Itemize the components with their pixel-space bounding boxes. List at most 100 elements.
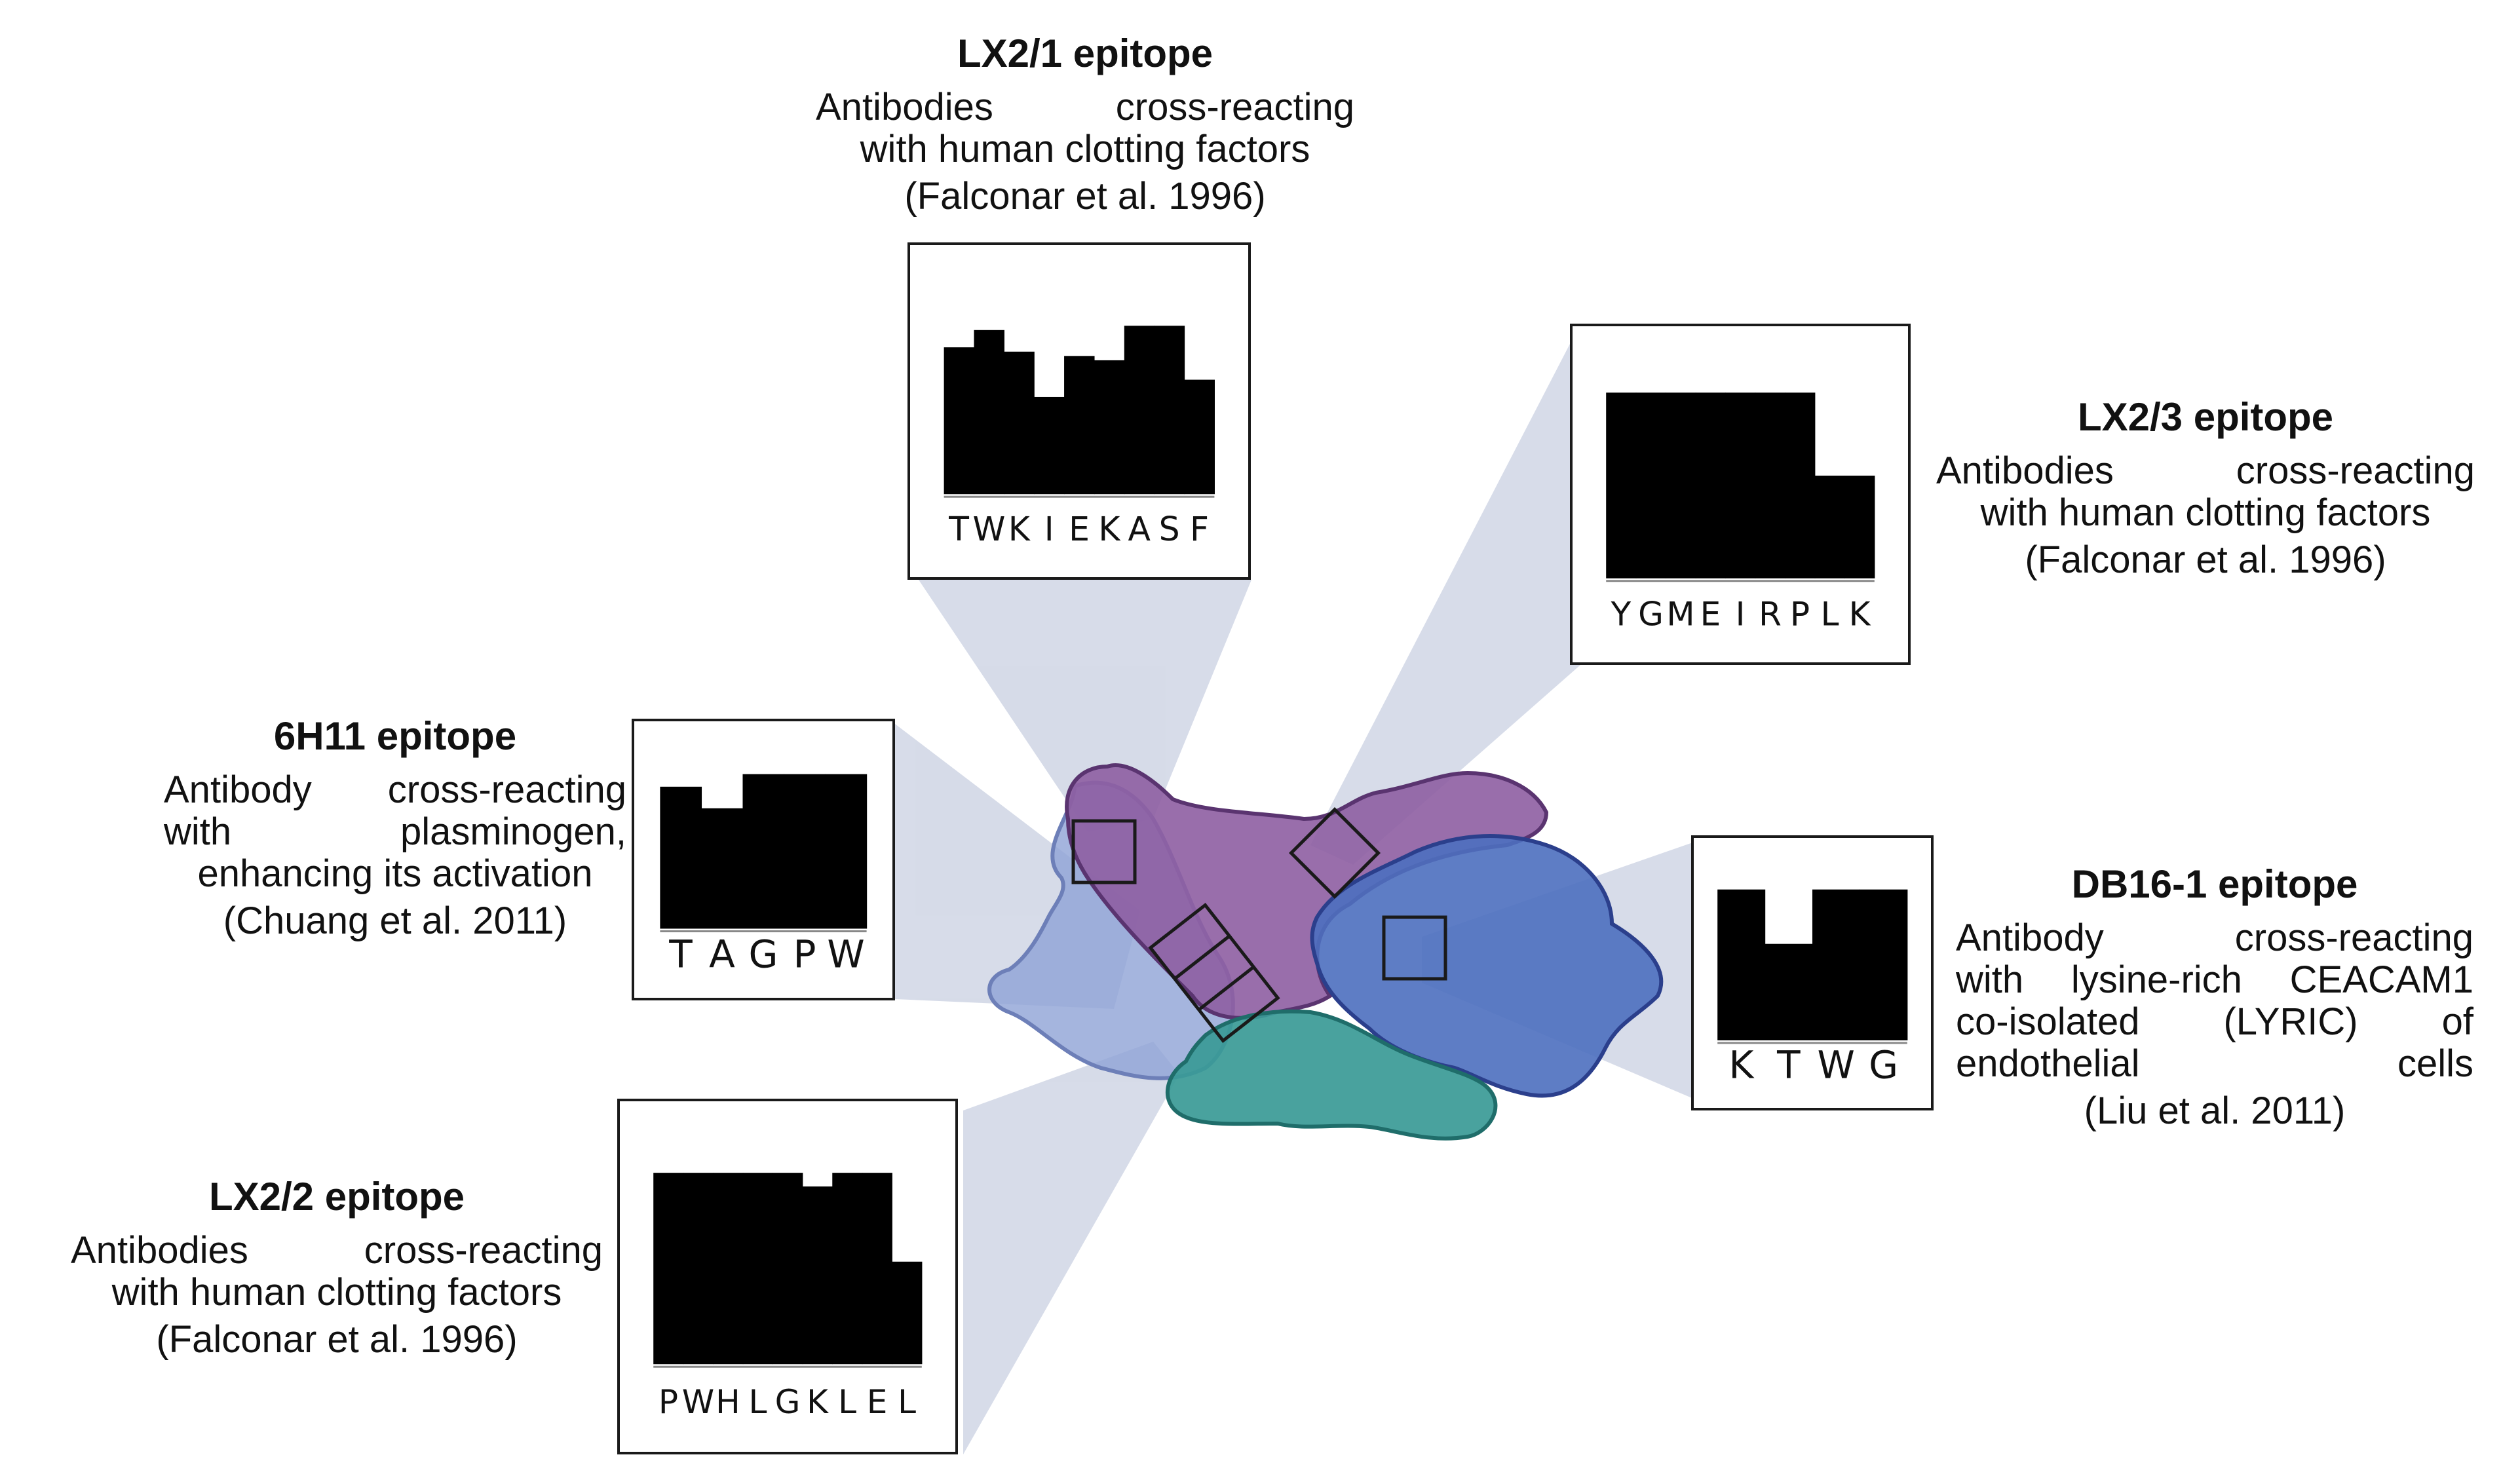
description-line: endothelial cells [1956,1042,2473,1085]
logo-bar [974,330,1004,495]
citation: (Falconar et al. 1996) [904,175,1266,218]
logo-residue-label: L [898,1383,916,1421]
logo-residue-label: A [1128,510,1151,548]
marker-db161 [1382,915,1447,981]
logo-bar [1606,392,1637,578]
description-line: with human clotting factors [1980,491,2431,534]
epitope-title: LX2/1 epitope [957,31,1213,75]
logo-residue-label: P [1790,596,1810,634]
logo-bar [683,1173,714,1365]
logo-residue-label: H [716,1383,740,1421]
description-line: Antibody cross-reacting [164,768,626,811]
description-line: Antibodies cross-reacting [816,86,1354,128]
epitope-text-6h11: 6H11 epitope Antibody cross-reacting wit… [164,715,626,942]
logo-bar [653,1173,684,1365]
logo-bar [892,1261,923,1365]
logo-bar [1064,356,1095,495]
beam-lx21 [919,580,1251,832]
logo-residue-label: S [1159,510,1180,548]
epitope-markers [1071,806,1447,1044]
logo-residue-label: A [709,932,735,977]
logo-bar [1034,396,1065,495]
logo-bar [1844,476,1875,578]
protein-structure [987,763,1664,1141]
epitope-title: LX2/2 epitope [208,1175,465,1219]
epitope-text-db161: DB16-1 epitope Antibody cross-reacting w… [1956,863,2473,1132]
logo-residue-label: K [1849,596,1871,634]
logo-residue-label: W [827,932,864,977]
logo-residue-label: I [1044,510,1054,548]
logo-bar [660,786,702,929]
description-line: with plasminogen, [164,810,626,853]
logo-residue-label: M [1666,596,1694,634]
logo-bar [1717,889,1766,1040]
logo-residue-label: I [1736,596,1746,634]
marker-lx23 [1288,806,1381,900]
marker-lx21 [1071,819,1137,884]
beam-lx22 [963,1042,1179,1454]
logo-residue-label: E [867,1383,888,1421]
logo-bar [1695,392,1726,578]
logo-residue-label: L [1821,596,1839,634]
logo-residue-label: P [793,932,816,977]
logo-bar [1765,943,1813,1040]
epitope-text-lx23: LX2/3 epitope Antibodies cross-reacting … [1936,396,2475,581]
protein-domain-purple [1065,763,1549,1020]
logo-residue-label: W [1818,1043,1855,1088]
description-line: Antibodies cross-reacting [71,1229,603,1272]
logo-residue-label: K [1098,510,1121,548]
logo-residue-label: T [1776,1043,1801,1088]
citation: (Falconar et al. 1996) [2025,539,2386,581]
logo-residue-label: G [775,1383,801,1421]
logo-residue-label: P [659,1383,678,1421]
logo-bar [1755,392,1785,578]
protein-domain-teal [1166,1009,1498,1141]
logo-bar [1004,351,1035,495]
logo-residue-label: K [1008,510,1031,548]
logo-residue-label: G [1638,596,1664,634]
epitope-text-lx22: LX2/2 epitope Antibodies cross-reacting … [71,1176,603,1361]
logo-bar [773,1173,803,1365]
logo-bar [742,1173,773,1365]
logo-bar [1860,889,1908,1040]
logo-residue-label: F [1190,510,1209,548]
logo-residue-label: W [682,1383,715,1421]
description-line: with human clotting factors [111,1271,562,1314]
logo-residue-label: T [948,510,969,548]
logo-residue-label: E [1069,510,1090,548]
citation: (Falconar et al. 1996) [156,1318,518,1361]
logo-residue-label: E [1700,596,1721,634]
logo-bar [1124,326,1155,495]
logo-residue-label: L [749,1383,767,1421]
logo-residue-label: T [668,932,693,977]
logo-residue-label: G [1869,1043,1898,1088]
logo-residue-label: R [1759,596,1782,634]
marker-cluster-6h11-lx22 [1148,902,1280,1044]
logo-residue-label: W [972,510,1005,548]
protein-domain-blue [1310,834,1664,1098]
logo-residue-label: K [807,1383,829,1421]
logo-bar [1635,392,1666,578]
description-line: Antibodies cross-reacting [1936,449,2475,492]
logo-bar [1184,379,1215,495]
epitope-title: LX2/3 epitope [2077,395,2334,439]
logo-bar [1154,326,1185,495]
logo-bar [832,1173,863,1365]
citation: (Chuang et al. 2011) [223,900,567,942]
logo-bar [1666,392,1696,578]
logo-residue-label: K [1728,1043,1755,1088]
citation: (Liu et al. 2011) [2084,1090,2346,1132]
epitope-text-lx21: LX2/1 epitope Antibodies cross-reacting … [816,33,1354,218]
logo-residue-label: G [749,932,778,977]
logo-bar [825,774,868,929]
callout-beams [895,324,1713,1454]
